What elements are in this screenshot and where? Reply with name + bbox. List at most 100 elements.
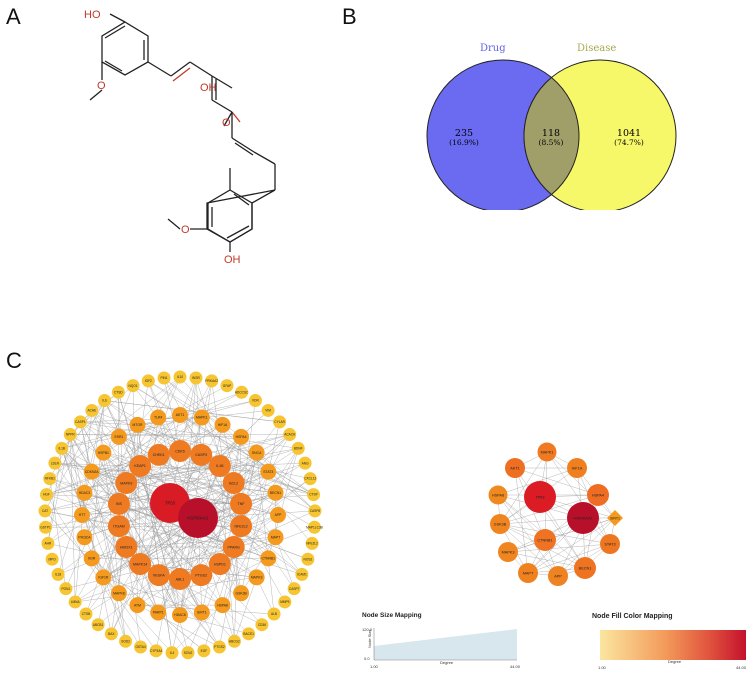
node-mid-circle (248, 444, 265, 461)
node-outer: CYP3A4 (149, 644, 163, 658)
node-mid: AKT1 (172, 407, 188, 423)
network-edge (240, 421, 280, 594)
node-outer-label: LDLR (51, 461, 60, 465)
node-outer-label: ANG (302, 461, 309, 465)
node-inner-circle (169, 440, 191, 462)
node-outer-circle (85, 403, 99, 417)
node-outer-circle (242, 627, 256, 641)
network-edge (118, 503, 257, 578)
node-outer-circle (287, 582, 301, 596)
node-outer-circle (98, 394, 112, 408)
node-outer-label: NQO1 (128, 384, 137, 388)
node-outer-circle (307, 520, 321, 534)
node-mid-circle (110, 585, 127, 602)
node-inner-circle (190, 443, 213, 466)
node-outer-label: INSR (192, 376, 200, 380)
node-mid-label: AKT1 (176, 413, 185, 417)
venn-overlap-count: 118 (542, 128, 560, 139)
node-inner: CASP3 (190, 443, 213, 466)
node-outer: CAT (38, 504, 52, 518)
network-edge (137, 424, 299, 449)
network-edge (45, 502, 171, 528)
node-core-label: TP53 (165, 500, 176, 505)
node-mid: HSPA8 (214, 597, 231, 614)
node-outer-label: CD36 (258, 623, 266, 627)
node-mid-circle (129, 416, 146, 433)
network-edge (84, 450, 181, 538)
node-mid-label: MAPT (271, 535, 280, 539)
core-node-label: BECN1 (579, 566, 592, 570)
node-outer-circle (68, 595, 82, 609)
node-outer-label: IL4 (170, 651, 175, 655)
oh-label-top: HO (84, 9, 101, 21)
network-edge (54, 421, 81, 464)
network-edge (132, 385, 269, 472)
node-color-legend-title: Node Fill Color Mapping (592, 613, 673, 620)
node-mid-label: APP (275, 513, 283, 517)
network-edge (80, 392, 119, 422)
node-outer: LDLR (48, 456, 62, 470)
network-edge (80, 421, 138, 426)
core-network-edge (507, 551, 586, 569)
node-mid-circle (193, 604, 210, 621)
node-inner-label: TNF (238, 502, 246, 506)
node-outer: VDR (248, 394, 262, 408)
core-node-label: AKT1 (510, 466, 520, 470)
core-node: AKT1 (505, 458, 525, 478)
node-mid-label: HIF1A (218, 423, 228, 427)
node-inner: BCL2 (222, 472, 245, 494)
node-mid-circle (214, 416, 231, 433)
node-outer: NPPR (63, 428, 77, 442)
node-mid-label: BECN1 (270, 491, 281, 495)
node-outer-label: VIM (265, 409, 271, 413)
node-outer-label: MPO (48, 557, 56, 561)
node-outer-circle (305, 536, 319, 550)
node-inner-label: KEAP1 (134, 464, 146, 468)
node-mid: MAPK8 (110, 585, 127, 602)
node-mid-label: MAPK1 (196, 416, 208, 420)
core-node-circle (574, 557, 596, 579)
network-edge (201, 417, 269, 472)
node-outer-label: ADCCSC (235, 390, 249, 394)
network-edge (47, 503, 120, 544)
core-node-circle (537, 442, 557, 462)
node-outer-label: GSTP1 (40, 525, 51, 529)
node-outer-label: BDNF (294, 446, 303, 450)
core-node-label: MAPK1 (541, 450, 554, 454)
node-inner: CDK5 (169, 440, 191, 462)
node-outer-label: AHR (45, 542, 52, 546)
core-network-edge (514, 467, 599, 496)
node-mid-label: PIK3CA (78, 535, 91, 539)
node-outer-circle (41, 536, 55, 550)
node-mid: HIF1A (214, 416, 231, 433)
node-mid-circle (150, 604, 167, 621)
node-mid-label: HTT (79, 513, 86, 517)
node-outer-circle (273, 415, 287, 429)
venn-overlap-pct: (8.5%) (539, 138, 564, 147)
node-mid-circle (172, 607, 188, 623)
node-outer: LMNA (68, 595, 82, 609)
core-node-circle (534, 529, 556, 551)
core-node-label: STAT3 (604, 542, 615, 546)
node-mid: KDR (83, 550, 100, 567)
network-edge (91, 400, 105, 472)
node-mid: IGF1R (95, 569, 112, 586)
node-outer-label: NPPR (66, 433, 76, 437)
core-node-label: HIF1A (572, 466, 583, 470)
node-inner-label: VEGFA (153, 573, 166, 577)
node-outer: CTSD (111, 385, 125, 399)
node-inner-label: MAPK14 (133, 562, 147, 566)
network-edge (111, 454, 202, 634)
core-node-circle (488, 485, 508, 505)
node-outer-circle (79, 607, 93, 621)
node-mid-circle (110, 428, 127, 445)
node-outer: ALB (267, 607, 281, 621)
methoxy-o-top: O (97, 80, 106, 92)
node-outer: IL10 (173, 370, 187, 384)
node-outer-label: IL6 (102, 399, 107, 403)
network-edge (80, 421, 120, 594)
panel-label-a: A (6, 4, 21, 29)
node-inner: HMOX1 (115, 536, 138, 558)
node-outer-circle (303, 472, 317, 486)
node-inner-circle (107, 492, 130, 515)
